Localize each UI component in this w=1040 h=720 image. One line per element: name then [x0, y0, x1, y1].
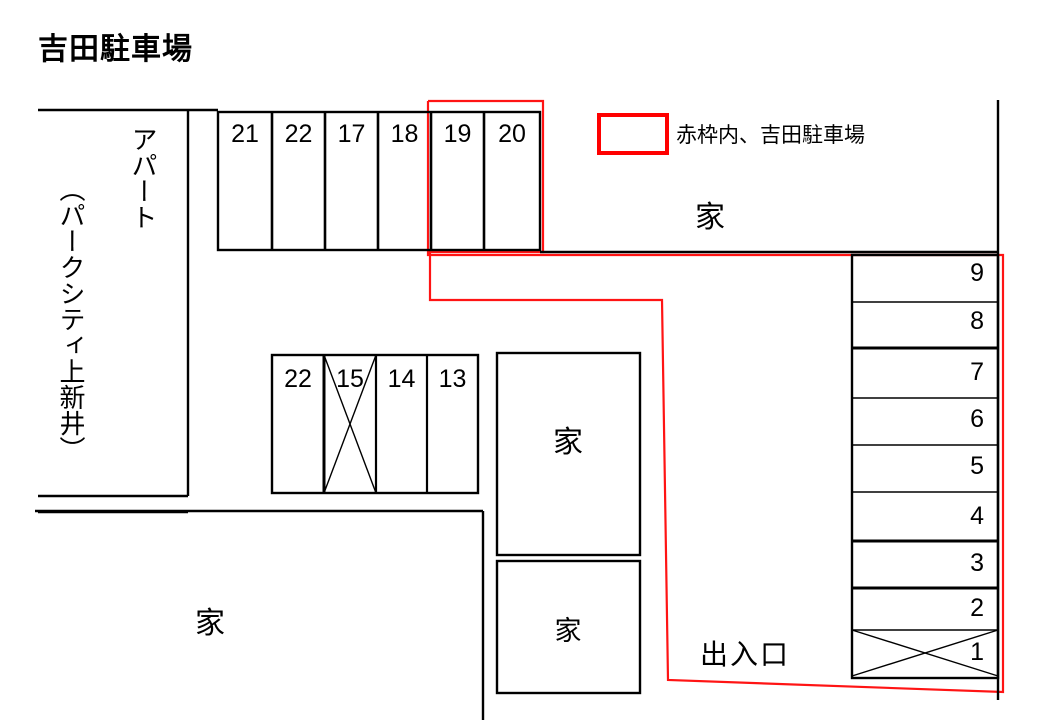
middle-row-stalls — [270, 353, 480, 495]
page-title: 吉田駐車場 — [38, 33, 193, 66]
stall-label-15: 15 — [336, 365, 364, 393]
stall-label-22-top: 22 — [284, 120, 313, 148]
stall-label-3: 3 — [970, 549, 984, 577]
stall-label-5: 5 — [970, 452, 984, 480]
red-boundary-path — [426, 99, 1005, 694]
stall-label-8: 8 — [970, 307, 984, 335]
house-label-top-right: 家 — [695, 201, 725, 234]
apartment-name-line1: アパート — [128, 126, 158, 230]
house-label-middle: 家 — [553, 426, 583, 459]
house-label-bottom-left: 家 — [195, 607, 225, 640]
stall-1-crossed-out — [851, 629, 999, 677]
stall-label-14: 14 — [387, 365, 416, 393]
stall-label-13: 13 — [438, 365, 467, 393]
house-bottom-left-outline — [35, 509, 485, 720]
stall-label-1: 1 — [970, 638, 984, 666]
stall-label-9: 9 — [970, 259, 984, 287]
top-row-stalls — [216, 110, 542, 252]
house-boxes — [495, 351, 642, 695]
stall-label-2: 2 — [970, 594, 984, 622]
legend-label: 赤枠内、吉田駐車場 — [676, 124, 865, 147]
stall-label-17: 17 — [337, 120, 366, 148]
stall-15-crossed-out — [323, 354, 377, 494]
stall-label-6: 6 — [970, 405, 984, 433]
stall-label-19: 19 — [443, 120, 472, 148]
stall-label-21: 21 — [231, 120, 259, 148]
gate-label: 出入口 — [700, 639, 791, 670]
house-label-lower: 家 — [554, 616, 582, 646]
stall-label-4: 4 — [970, 502, 984, 530]
legend-swatch — [597, 113, 669, 155]
apartment-name-line2: （パークシティ上新井） — [56, 176, 86, 462]
stall-label-18: 18 — [390, 120, 419, 148]
stall-label-7: 7 — [970, 358, 984, 386]
stall-label-20: 20 — [498, 120, 526, 148]
stall-label-22-mid: 22 — [284, 365, 312, 393]
right-column-stalls — [850, 253, 1000, 680]
